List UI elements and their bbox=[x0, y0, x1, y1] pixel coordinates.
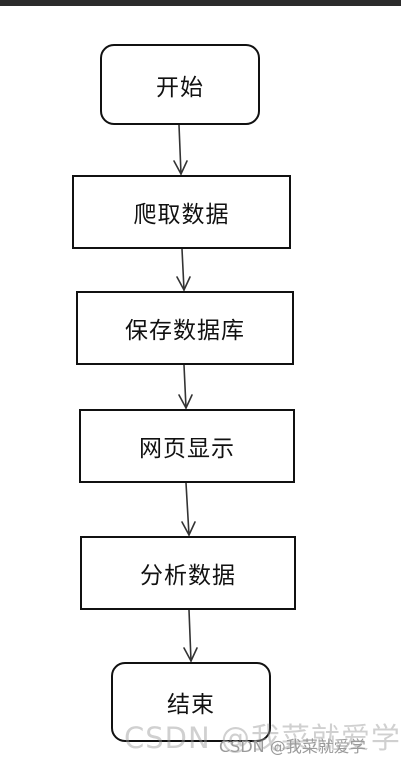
crawl-data-label: 爬取数据 bbox=[133, 202, 230, 228]
top-border-bar bbox=[0, 0, 401, 6]
arrow-analyze-to-end bbox=[183, 609, 198, 663]
start-node-label: 开始 bbox=[156, 74, 204, 101]
watermark-small: CSDN @我菜就爱学 bbox=[219, 737, 366, 756]
web-display-label: 网页显示 bbox=[139, 436, 235, 462]
arrow-web-to-analyze bbox=[181, 482, 196, 537]
save-database-node: 保存数据库 bbox=[76, 291, 294, 365]
web-display-node: 网页显示 bbox=[79, 409, 295, 483]
save-database-label: 保存数据库 bbox=[125, 318, 245, 344]
start-node: 开始 bbox=[100, 44, 260, 125]
arrow-crawl-to-save bbox=[176, 248, 191, 292]
end-node: 结束 bbox=[111, 662, 271, 742]
arrow-save-to-web bbox=[178, 364, 193, 410]
analyze-data-node: 分析数据 bbox=[80, 536, 296, 610]
watermark-large: CSDN @我菜就爱学 bbox=[124, 721, 401, 755]
crawl-data-node: 爬取数据 bbox=[72, 175, 291, 249]
end-node-label: 结束 bbox=[167, 692, 215, 718]
analyze-data-label: 分析数据 bbox=[140, 563, 236, 589]
arrow-start-to-crawl bbox=[173, 124, 188, 176]
